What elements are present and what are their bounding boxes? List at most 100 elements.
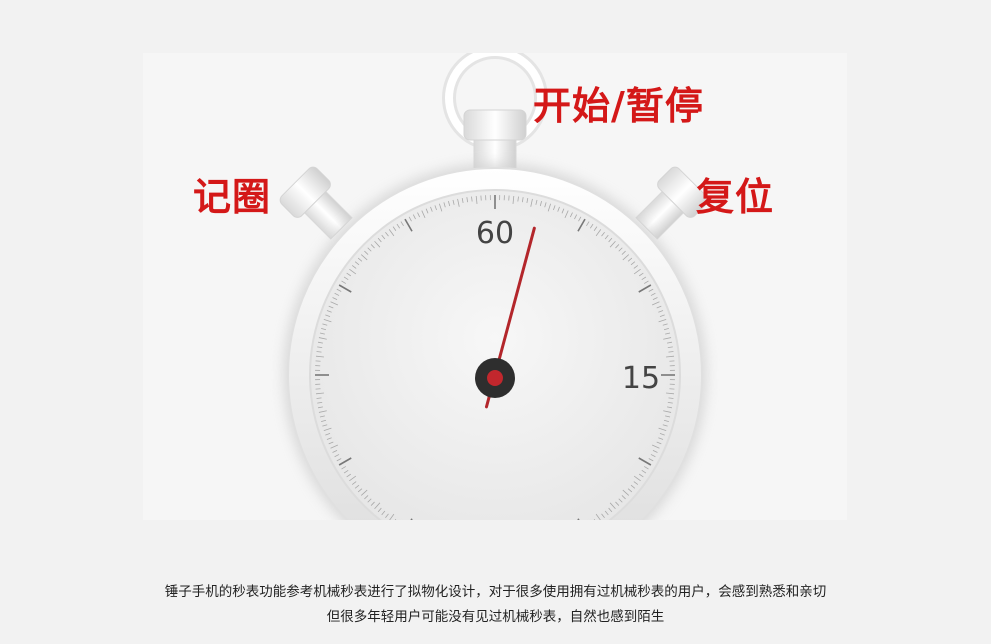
dial-tick: [659, 433, 665, 436]
dial-tick: [578, 216, 582, 222]
dial-tick: [408, 216, 412, 222]
dial-tick: [330, 444, 339, 449]
dial-tick: [381, 510, 386, 516]
dial-tick: [349, 475, 357, 482]
dial-tick: [434, 205, 437, 211]
dial-tick: [338, 284, 352, 293]
dial-tick: [553, 205, 556, 211]
dial-tick: [438, 203, 443, 212]
dial-tick: [564, 210, 569, 219]
dial-tick: [317, 401, 323, 404]
dial-tick: [343, 469, 349, 474]
dial-tick: [621, 495, 626, 500]
dial-tick: [317, 406, 324, 409]
dial-tick: [321, 328, 327, 331]
dial-tick: [417, 212, 421, 218]
dial-tick: [668, 351, 674, 353]
dial-tick: [638, 284, 652, 293]
dial-tick: [396, 223, 401, 229]
dial-tick: [539, 201, 542, 207]
dial-tick: [658, 310, 664, 313]
dial-tick: [341, 466, 346, 470]
dial-tick: [663, 419, 669, 422]
dial-tick: [615, 244, 620, 249]
dial-tick: [357, 488, 363, 493]
dial-tick: [452, 199, 455, 205]
dial-tick: [323, 427, 332, 432]
dial-tick: [644, 466, 649, 470]
dial-tick: [461, 197, 464, 204]
caption-line-2: 但很多年轻用户可能没有见过机械秒表，自然也感到陌生: [326, 609, 665, 625]
dial-tick: [364, 495, 369, 500]
dial-tick: [315, 392, 324, 395]
dial-tick: [430, 206, 433, 212]
dial-tick: [318, 337, 327, 340]
dial-tick: [328, 441, 334, 445]
dial-tick: [644, 280, 649, 284]
dial-tick: [471, 196, 473, 202]
dial-tick: [586, 221, 590, 226]
dial-tick: [334, 454, 340, 458]
dial-tick: [668, 397, 674, 399]
dial-tick: [648, 458, 654, 462]
dial-tick: [666, 392, 675, 395]
dial-tick: [517, 196, 519, 202]
dial-number-15: 15: [622, 361, 660, 396]
dial-tick: [601, 513, 605, 519]
dial-tick: [370, 501, 375, 506]
dial-tick: [609, 240, 616, 248]
dial-tick: [593, 518, 596, 520]
dial-tick: [530, 198, 533, 207]
stopwatch-graphic: 60 15: [278, 53, 709, 520]
dial-tick: [400, 221, 404, 226]
dial-tick: [666, 341, 673, 344]
dial-tick: [666, 355, 675, 358]
dial-tick: [544, 202, 547, 208]
dial-tick: [338, 457, 352, 466]
dial-tick: [443, 202, 446, 208]
dial-tick: [638, 473, 644, 478]
dial-tick: [421, 210, 426, 219]
dial-tick: [326, 437, 332, 440]
dial-tick: [535, 199, 538, 205]
dial-tick: [336, 458, 342, 462]
dial-tick: [412, 214, 416, 220]
dial-tick: [319, 332, 325, 335]
dial-tick: [667, 401, 673, 404]
dial-tick: [315, 355, 324, 358]
dial-tick: [651, 301, 660, 306]
dial-tick: [662, 323, 668, 326]
dial-number-60: 60: [476, 216, 514, 251]
dial-tick: [608, 507, 613, 513]
dial-tick: [349, 268, 357, 275]
dial-tick: [659, 314, 665, 317]
dial-tick: [360, 489, 368, 496]
dial-tick: [641, 276, 647, 281]
dial-tick: [630, 261, 636, 266]
dial-tick: [374, 240, 381, 248]
dial-tick: [466, 197, 469, 203]
dial-tick: [425, 208, 429, 214]
dial-tick: [341, 280, 346, 284]
dial-tick: [665, 332, 671, 335]
dial-tick: [651, 444, 660, 449]
dial-tick: [364, 250, 369, 255]
dial-tick: [319, 415, 325, 418]
dial-tick: [604, 510, 609, 516]
dial-tick: [618, 247, 623, 252]
dial-tick: [630, 484, 636, 489]
lap-button[interactable]: [278, 165, 359, 246]
dial-tick: [354, 484, 360, 489]
dial-face: [309, 189, 681, 520]
dial-tick: [652, 297, 658, 301]
start-pause-button[interactable]: [463, 109, 527, 178]
dial-tick: [615, 501, 620, 506]
dial-tick: [638, 272, 644, 277]
dial-tick: [622, 254, 630, 261]
dial-tick: [547, 203, 552, 212]
dial-tick: [608, 237, 613, 243]
hub-cap: [487, 370, 503, 386]
dial-tick: [663, 337, 672, 340]
dial-tick: [334, 292, 340, 296]
reset-label: 复位: [696, 175, 775, 219]
